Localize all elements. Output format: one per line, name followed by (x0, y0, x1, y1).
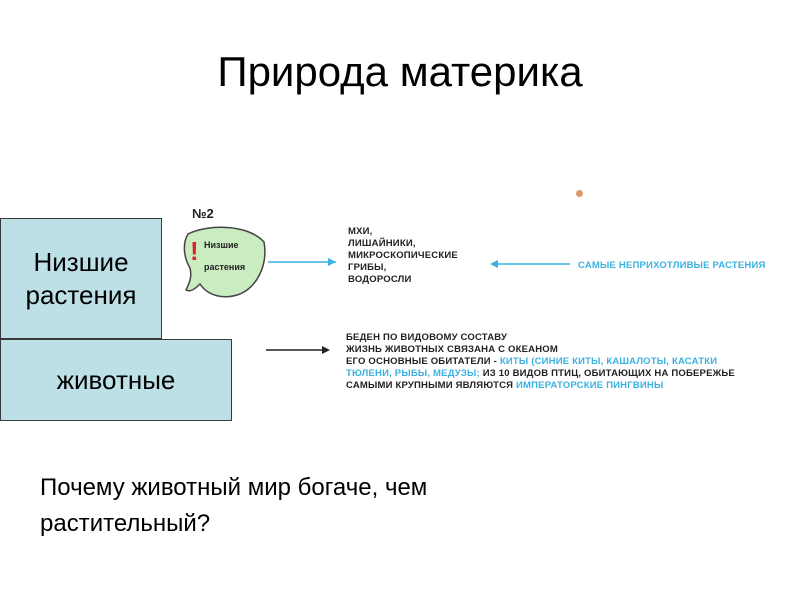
leaf-label-line2: растения (204, 262, 246, 272)
arrows-layer (266, 258, 570, 354)
plants-list-item: мхи, (348, 226, 373, 237)
animals-line: его основные обитатели - киты (синие кит… (346, 356, 735, 368)
slide-title: Природа материка (217, 48, 583, 95)
plants-list-item: микроскопические (348, 250, 458, 261)
animals-line-part-blue: императорские пингвины (516, 380, 664, 391)
decorative-dot (576, 190, 583, 197)
question-text: Почему животный мир богаче, чем растител… (40, 474, 428, 537)
arrow-head-plants-list (328, 258, 336, 266)
plants-list-item: водоросли (348, 274, 412, 285)
animals-text: Беден по видовому составу жизнь животных… (346, 332, 735, 392)
animals-line: тюлени, рыбы, медузы; из 10 видов птиц, … (346, 368, 735, 380)
plants-list-item: грибы, (348, 262, 387, 273)
plants-note: Самые неприхотливые растения (578, 260, 766, 271)
lower-plants-box: Низшие растения (0, 218, 162, 339)
animals-line-part: из 10 видов птиц, обитающих на побережье (482, 368, 735, 379)
animals-box: животные (0, 339, 232, 421)
animals-line-part: его основные обитатели - (346, 356, 497, 367)
plants-list-item: лишайники, (348, 238, 416, 249)
animals-line-part-blue: киты (синие киты, кашалоты, касатки (499, 356, 718, 367)
animals-label: животные (56, 364, 176, 395)
animals-line-part: самыми крупными являются (346, 380, 514, 391)
scan-number: №2 (192, 206, 214, 221)
leaf-label-line1: Низшие (204, 240, 239, 250)
animals-line: Беден по видовому составу (346, 332, 508, 343)
arrow-head-from-note (490, 260, 498, 268)
textbook-scan: №2 ! Низшие растения мхи, лишайники, мик… (168, 190, 800, 430)
exclamation-icon: ! (190, 236, 199, 266)
arrow-head-animals-text (322, 346, 330, 354)
animals-line-part-blue: тюлени, рыбы, медузы; (346, 368, 480, 379)
animals-line: жизнь животных связана с океаном (346, 344, 558, 355)
lower-plants-label: Низшие растения (25, 247, 137, 310)
leaf-icon: ! Низшие растения (178, 220, 268, 300)
plants-list: мхи, лишайники, микроскопические грибы, … (348, 226, 458, 286)
animals-line: самыми крупными являются императорские п… (346, 380, 735, 392)
